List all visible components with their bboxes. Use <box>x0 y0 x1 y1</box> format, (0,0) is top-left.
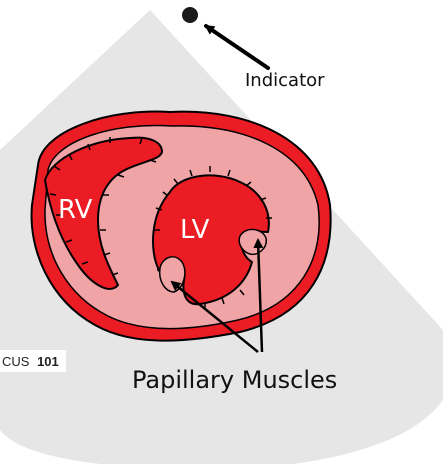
indicator-dot-icon <box>182 7 198 23</box>
papillary-muscle-left <box>160 257 185 292</box>
watermark-number: 101 <box>37 354 59 369</box>
watermark-prefix: CUS <box>2 354 30 369</box>
papillary-muscle-right <box>239 229 266 254</box>
watermark-text: CUS 101 <box>2 354 59 369</box>
rv-label: RV <box>58 195 93 225</box>
indicator-label: Indicator <box>245 70 325 91</box>
papillary-muscles-label: Papillary Muscles <box>132 366 337 394</box>
indicator-arrow-icon <box>206 26 268 68</box>
lv-label: LV <box>180 215 210 245</box>
